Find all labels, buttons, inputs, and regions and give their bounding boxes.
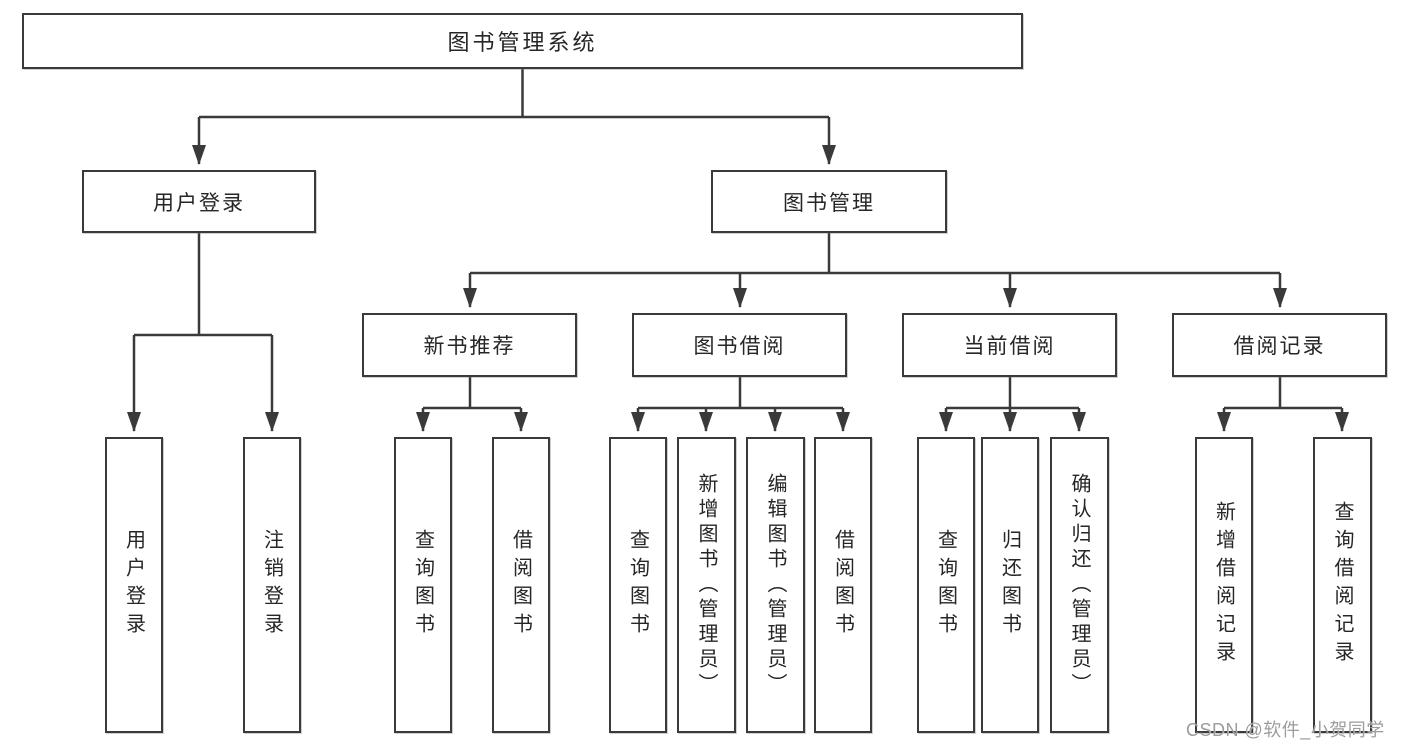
leaf-query-book-recommend: 查询图书	[394, 437, 452, 733]
leaf-logout: 注销登录	[243, 437, 301, 733]
leaf-edit-book-admin: 编辑图书（管理员）	[746, 437, 805, 733]
node-user-login: 用户登录	[82, 170, 316, 233]
leaf-borrow-book: 借阅图书	[814, 437, 872, 733]
leaf-add-borrow-record: 新增借阅记录	[1195, 437, 1253, 733]
leaf-return-book: 归还图书	[981, 437, 1039, 733]
node-new-book-recommend: 新书推荐	[362, 313, 577, 377]
leaf-query-borrow-record: 查询借阅记录	[1313, 437, 1372, 733]
node-book-borrow: 图书借阅	[632, 313, 847, 377]
node-book-management: 图书管理	[711, 170, 947, 233]
node-library-management-system: 图书管理系统	[22, 13, 1023, 69]
node-borrow-record: 借阅记录	[1172, 313, 1387, 377]
leaf-query-book-borrow: 查询图书	[609, 437, 667, 733]
leaf-add-book-admin: 新增图书（管理员）	[677, 437, 736, 733]
csdn-watermark: CSDN @软件_小贺同学	[1186, 720, 1385, 740]
leaf-confirm-return-admin: 确认归还（管理员）	[1050, 437, 1109, 733]
leaf-borrow-book-recommend: 借阅图书	[492, 437, 550, 733]
leaf-user-login: 用户登录	[105, 437, 163, 733]
node-current-borrow: 当前借阅	[902, 313, 1117, 377]
leaf-query-book-current: 查询图书	[917, 437, 975, 733]
